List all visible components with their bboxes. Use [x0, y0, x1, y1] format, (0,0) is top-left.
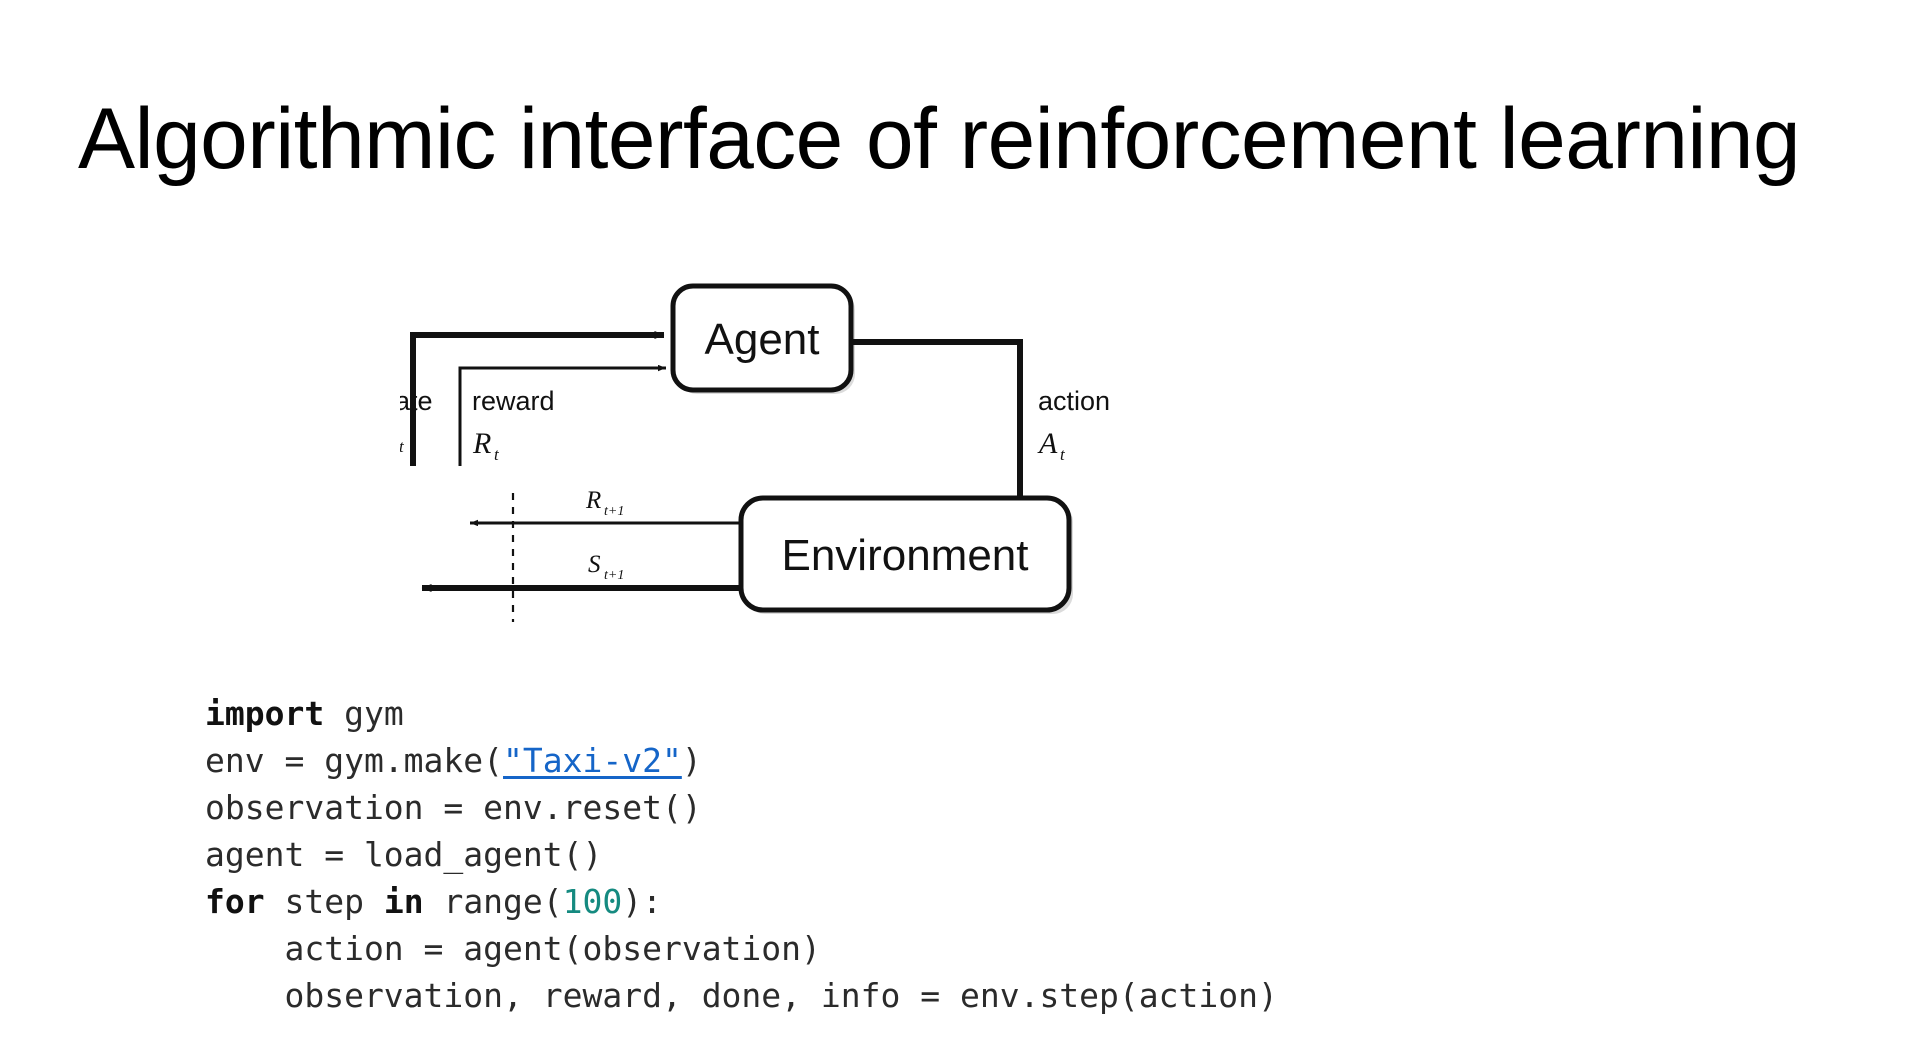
code-text: range(	[423, 882, 563, 921]
code-line: for step in range(100):	[205, 878, 1278, 925]
code-line: observation, reward, done, info = env.st…	[205, 972, 1278, 1019]
reward-label-word: reward	[472, 386, 555, 416]
state-loop-edge	[410, 331, 665, 466]
agent-environment-diagram: Agent Environment state S t reward R t a…	[400, 250, 1220, 650]
reward-loop-edge	[458, 364, 666, 466]
reward-label-subscript: t	[494, 445, 500, 464]
state-label-subscript: t	[400, 437, 405, 456]
reward-next-label-subscript: t+1	[604, 504, 624, 519]
code-text: )	[681, 741, 702, 780]
code-text: ):	[622, 882, 663, 921]
code-line: action = agent(observation)	[205, 925, 1278, 972]
code-keyword: for	[205, 882, 265, 921]
code-number: 100	[562, 882, 623, 921]
agent-node	[670, 283, 854, 393]
code-line: env = gym.make("Taxi-v2")	[205, 737, 1278, 784]
state-label-word: state	[400, 386, 433, 416]
code-text: observation, reward, done, info = env.st…	[205, 976, 1278, 1015]
agent-node-label: Agent	[705, 315, 820, 364]
code-line: agent = load_agent()	[205, 831, 1278, 878]
code-text: agent = load_agent()	[205, 835, 603, 874]
code-keyword: import	[205, 694, 325, 733]
code-line: import gym	[205, 690, 1278, 737]
code-text: env = gym.make(	[205, 741, 504, 780]
action-label-symbol: A	[1037, 427, 1058, 460]
state-next-label-symbol: S	[588, 551, 601, 578]
state-next-label-subscript: t+1	[604, 568, 624, 583]
code-text: action = agent(observation)	[205, 929, 821, 968]
code-line: observation = env.reset()	[205, 784, 1278, 831]
diagram-svg: Agent Environment state S t reward R t a…	[400, 283, 1110, 622]
code-string-link[interactable]: "Taxi-v2"	[503, 741, 682, 780]
code-text: observation = env.reset()	[205, 788, 702, 827]
code-text: step	[264, 882, 384, 921]
action-label-word: action	[1038, 386, 1110, 416]
reward-next-label-symbol: R	[585, 487, 601, 514]
reward-label-symbol: R	[472, 427, 491, 460]
environment-node-label: Environment	[781, 531, 1028, 580]
action-label-subscript: t	[1060, 445, 1066, 464]
code-text: gym	[324, 694, 404, 733]
environment-node	[738, 495, 1072, 613]
code-keyword: in	[383, 882, 424, 921]
page-title: Algorithmic interface of reinforcement l…	[78, 90, 1801, 187]
